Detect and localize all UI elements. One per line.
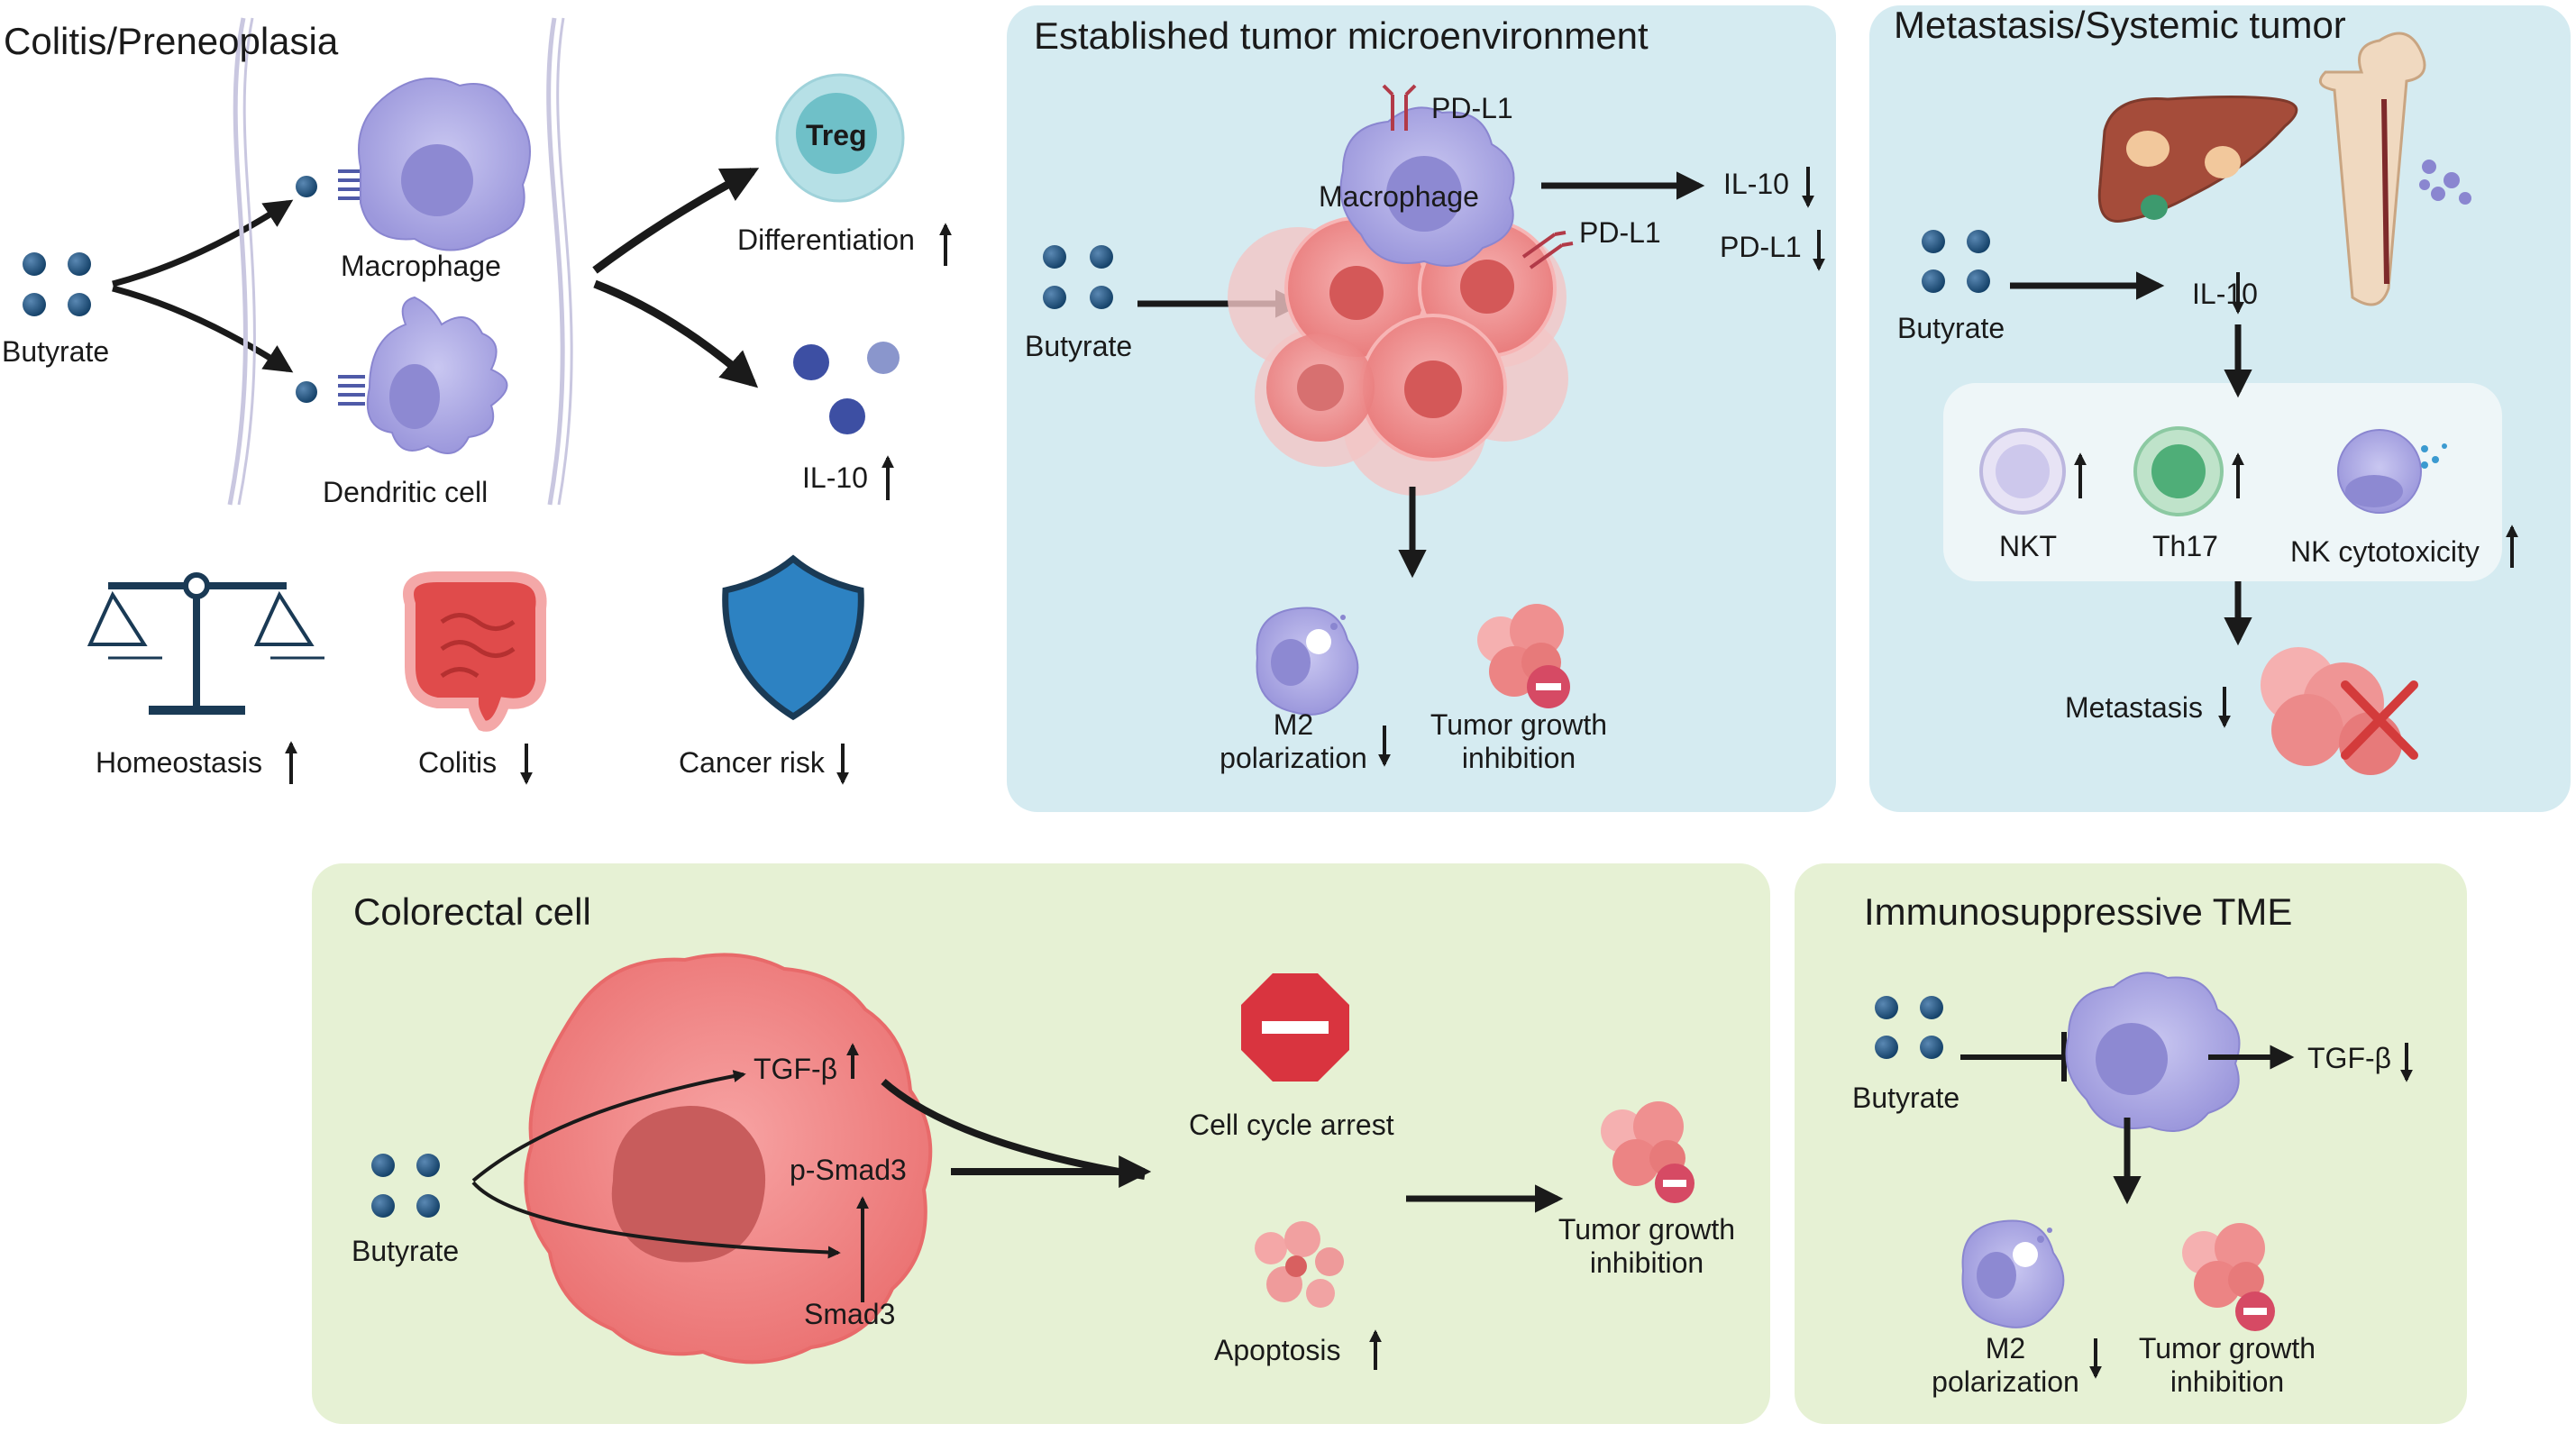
smad3-label: Smad3 bbox=[804, 1298, 896, 1330]
metastasis-il10-label: IL-10 bbox=[2192, 278, 2258, 310]
m2-line1: M2 bbox=[1273, 708, 1314, 741]
nkt-label: NKT bbox=[1999, 530, 2057, 562]
dendritic-cell-icon bbox=[296, 296, 508, 454]
treg-label: Treg bbox=[806, 119, 867, 151]
colorectal-tgi-line2: inhibition bbox=[1589, 1246, 1704, 1279]
tme-macrophage-label: Macrophage bbox=[1319, 180, 1479, 213]
liver-icon bbox=[2097, 96, 2298, 223]
butyrate-icon-3 bbox=[1922, 230, 1990, 293]
down-arrow-icon bbox=[520, 167, 2413, 1379]
colorectal-tgi-line1: Tumor growth bbox=[1557, 1213, 1736, 1246]
immuno-tgi-label: Tumor growth inhibition bbox=[2124, 1332, 2331, 1399]
colorectal-cell-icon bbox=[524, 953, 933, 1365]
apoptosis-label: Apoptosis bbox=[1214, 1334, 1341, 1366]
butyrate-icon-4 bbox=[371, 1154, 440, 1218]
m2-polarization-label: M2 polarization bbox=[1212, 708, 1375, 775]
colon-icon bbox=[403, 571, 547, 732]
macrophage-icon bbox=[296, 78, 531, 251]
up-arrow-icon bbox=[285, 223, 2518, 1370]
tgf-beta-label: TGF-β bbox=[754, 1053, 838, 1085]
colorectal-title: Colorectal cell bbox=[353, 890, 591, 933]
metastasis-tumor-icon bbox=[2261, 647, 2418, 775]
homeostasis-label: Homeostasis bbox=[96, 746, 262, 779]
colorectal-tgi-label: Tumor growth inhibition bbox=[1543, 1213, 1750, 1280]
bone-icon bbox=[2318, 32, 2471, 306]
balance-scale-icon bbox=[87, 572, 324, 715]
established-butyrate-label: Butyrate bbox=[1025, 330, 1133, 362]
tgi-line2: inhibition bbox=[1461, 741, 1576, 774]
cell-cycle-arrest-label: Cell cycle arrest bbox=[1189, 1109, 1394, 1141]
colitis-title: Colitis/Preneoplasia bbox=[4, 20, 339, 62]
immuno-title: Immunosuppressive TME bbox=[1864, 890, 2293, 933]
treg-icon bbox=[775, 73, 905, 203]
butyrate-icon-2 bbox=[1043, 245, 1113, 309]
il10-molecules-icon bbox=[793, 342, 900, 434]
stop-sign-icon bbox=[1241, 973, 1349, 1082]
immuno-m2-line2: polarization bbox=[1932, 1365, 2079, 1398]
butyrate-icon-5 bbox=[1875, 996, 1943, 1059]
butyrate-icon bbox=[23, 252, 91, 316]
shield-icon bbox=[722, 554, 864, 721]
immuno-tgf-beta-label: TGF-β bbox=[2307, 1042, 2392, 1074]
immuno-tgi-line1: Tumor growth bbox=[2138, 1332, 2316, 1365]
established-il10-label: IL-10 bbox=[1723, 168, 1789, 200]
nk-cell-icon bbox=[2337, 429, 2447, 514]
th17-label: Th17 bbox=[2152, 530, 2218, 562]
tgi-line1: Tumor growth bbox=[1430, 708, 1608, 741]
colitis-label: Colitis bbox=[418, 746, 498, 779]
m2-macrophage-icon-2 bbox=[1961, 1219, 2065, 1328]
colitis-il10-label: IL-10 bbox=[802, 461, 868, 494]
tumor-inhibition-icon-2 bbox=[1601, 1101, 1694, 1203]
immuno-panel bbox=[1795, 863, 2467, 1424]
colorectal-butyrate-label: Butyrate bbox=[352, 1235, 460, 1267]
tgi-label: Tumor growth inhibition bbox=[1415, 708, 1622, 775]
immuno-m2-label: M2 polarization bbox=[1920, 1332, 2091, 1399]
pd-l1-receptor-icon bbox=[1382, 84, 1574, 269]
th17-cell-icon bbox=[2133, 426, 2224, 516]
dendritic-cell-label: Dendritic cell bbox=[323, 476, 489, 508]
metastasis-butyrate-label: Butyrate bbox=[1897, 312, 2005, 344]
tumor-inhibition-icon-3 bbox=[2182, 1223, 2275, 1331]
differentiation-label: Differentiation bbox=[737, 224, 915, 256]
p-smad3-label: p-Smad3 bbox=[790, 1154, 907, 1186]
tme-macrophage-icon bbox=[1339, 106, 1515, 267]
macrophage-label: Macrophage bbox=[341, 250, 501, 282]
tumor-inhibition-icon bbox=[1477, 604, 1570, 708]
colitis-butyrate-label: Butyrate bbox=[2, 335, 110, 368]
established-pd-l1-label: PD-L1 bbox=[1720, 231, 1802, 263]
nk-cytotoxicity-label: NK cytotoxicity bbox=[2290, 535, 2480, 568]
pd-l1-top-label: PD-L1 bbox=[1431, 92, 1513, 124]
apoptosis-icon bbox=[1255, 1221, 1344, 1308]
m2-macrophage-icon bbox=[1256, 607, 1359, 716]
cancer-risk-label: Cancer risk bbox=[679, 746, 825, 779]
immuno-m2-line1: M2 bbox=[1985, 1332, 2026, 1365]
pd-l1-right-label: PD-L1 bbox=[1579, 216, 1661, 249]
immuno-macrophage-icon bbox=[2065, 972, 2241, 1132]
metastasis-title: Metastasis/Systemic tumor bbox=[1894, 4, 2346, 46]
nkt-cell-icon bbox=[1979, 428, 2066, 515]
immuno-tgi-line2: inhibition bbox=[2170, 1365, 2285, 1398]
immuno-butyrate-label: Butyrate bbox=[1852, 1082, 1960, 1114]
established-title: Established tumor microenvironment bbox=[1034, 14, 1649, 57]
m2-line2: polarization bbox=[1219, 741, 1367, 774]
metastasis-label: Metastasis bbox=[2065, 691, 2203, 724]
